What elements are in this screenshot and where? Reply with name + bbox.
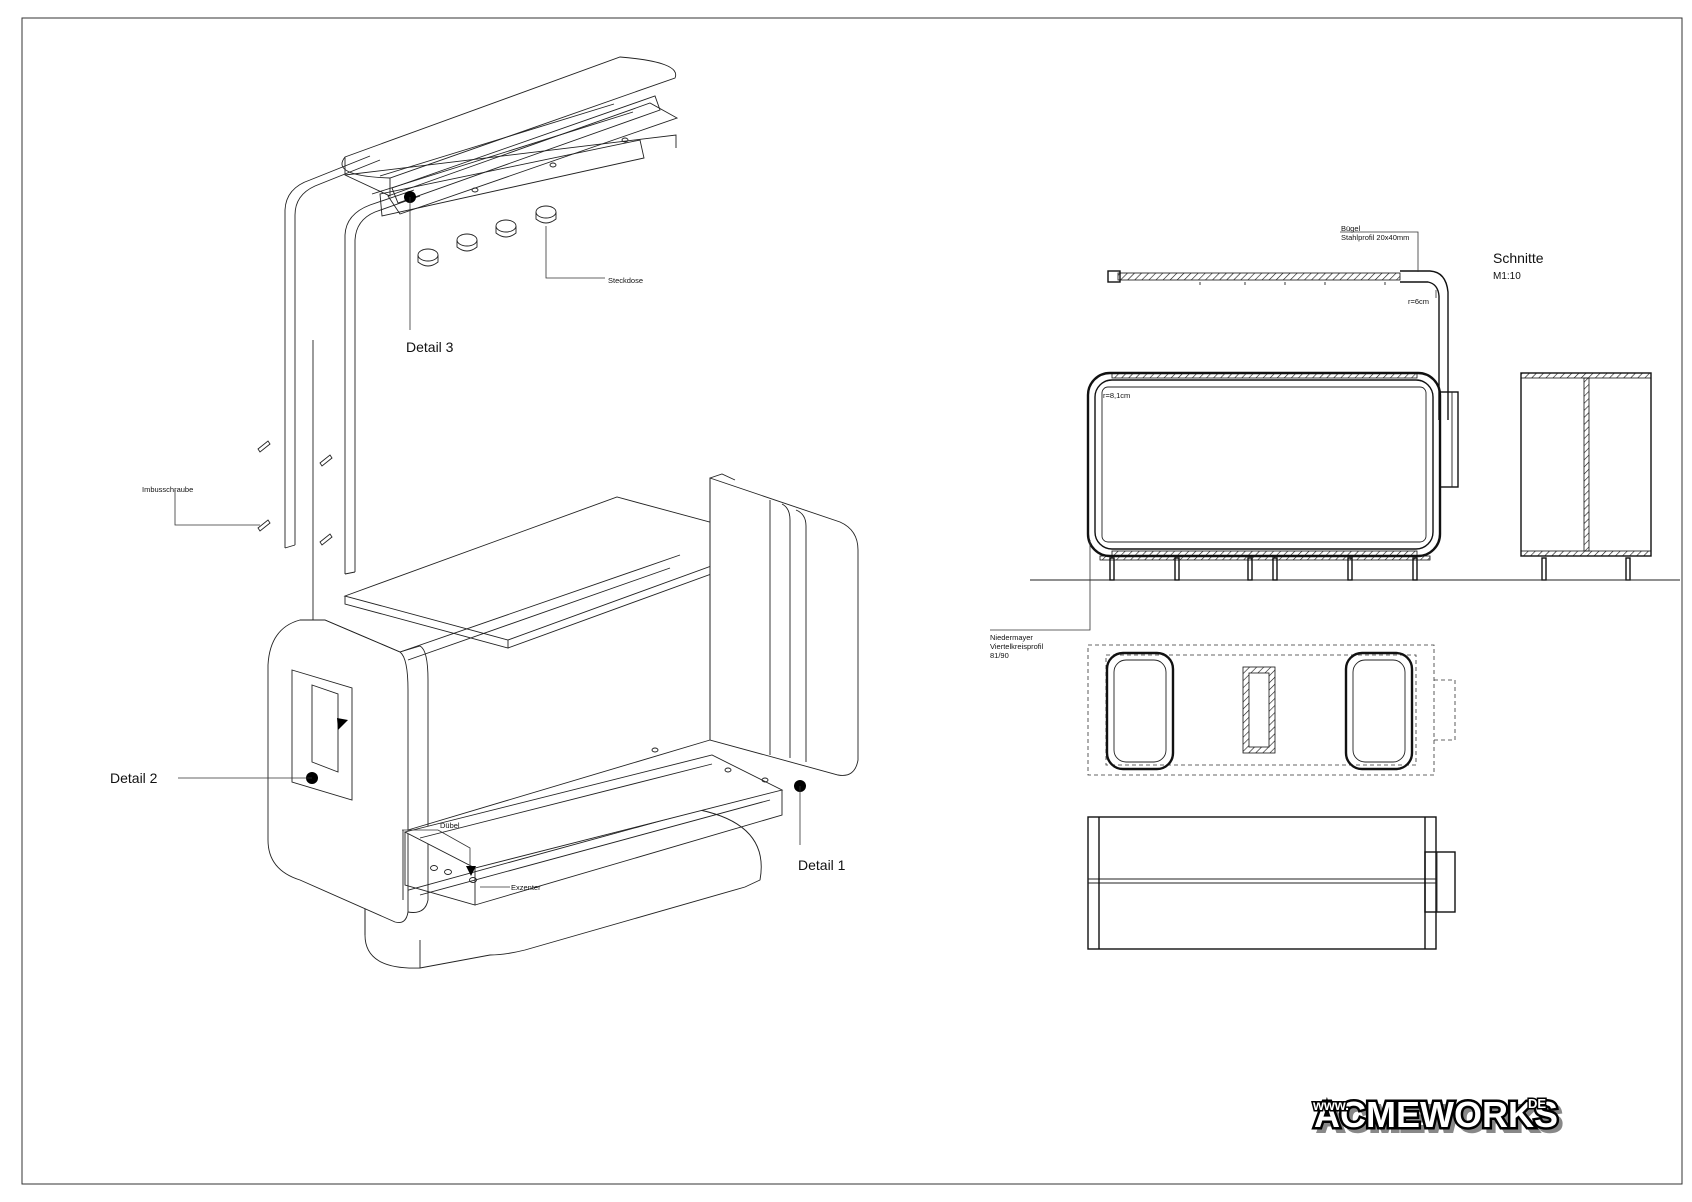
imbus-screws [257,440,333,546]
sections-title: Schnitte [1493,250,1544,266]
logo-www: www. [1312,1097,1349,1113]
label-imbusschraube: Imbusschraube [142,485,193,494]
bottom-section [1087,816,1456,950]
logo-name: ACMEWORKS [1314,1094,1558,1135]
label-buegel: Bügel [1341,224,1361,233]
label-radius-small: r=6cm [1408,297,1429,306]
label-exzenter: Exzenter [511,883,541,892]
base-plinth [364,809,762,969]
inner-rails [399,554,711,900]
label-radius-large: r=8,1cm [1103,391,1130,400]
logo-shadow: ACMEWORKS [1318,1098,1562,1139]
bottom-shelf [403,747,784,906]
label-detail1: Detail 1 [798,857,846,873]
acmeworks-logo: ACMEWORKS ACMEWORKS ACMEWORKS www. DE [1311,1092,1564,1142]
label-niedermayer: Niedermayer [990,633,1033,642]
buegel-frames [284,155,421,735]
back-panel [709,473,859,776]
sections-scale: M1:10 [1493,271,1521,282]
front-section: r=8,1cm [1030,371,1680,581]
buegel-section: Bügel Stahlprofil 20x40mm r=6cm [1107,224,1449,420]
side-section [1510,372,1670,581]
plan-section: Niedermayer Viertelkreisprofil 81/90 [990,540,1456,776]
detail2-arrow [337,718,348,730]
logo-tld: DE [1528,1096,1546,1111]
top-lid [341,56,679,217]
label-stahlprofil: Stahlprofil 20x40mm [1341,233,1409,242]
duebel-arrow [466,866,476,876]
label-profil-number: 81/90 [990,651,1009,660]
sheet-border [21,17,1683,1185]
label-duebel: Dübel [440,821,460,830]
socket-knobs [417,137,629,267]
label-steckdose: Steckdose [608,276,643,285]
exploded-view: Detail 3 Steckdose Imbusschraube Detail … [110,56,859,969]
label-viertelkreisprofil: Viertelkreisprofil [990,642,1044,651]
explode-leaders [174,191,806,888]
label-detail2: Detail 2 [110,770,158,786]
sections-view: Schnitte M1:10 Bügel Stahlprofil 20x40mm… [990,224,1680,950]
logo-outline: ACMEWORKS [1314,1094,1558,1135]
front-side-panel [267,619,429,923]
label-detail3: Detail 3 [406,339,454,355]
